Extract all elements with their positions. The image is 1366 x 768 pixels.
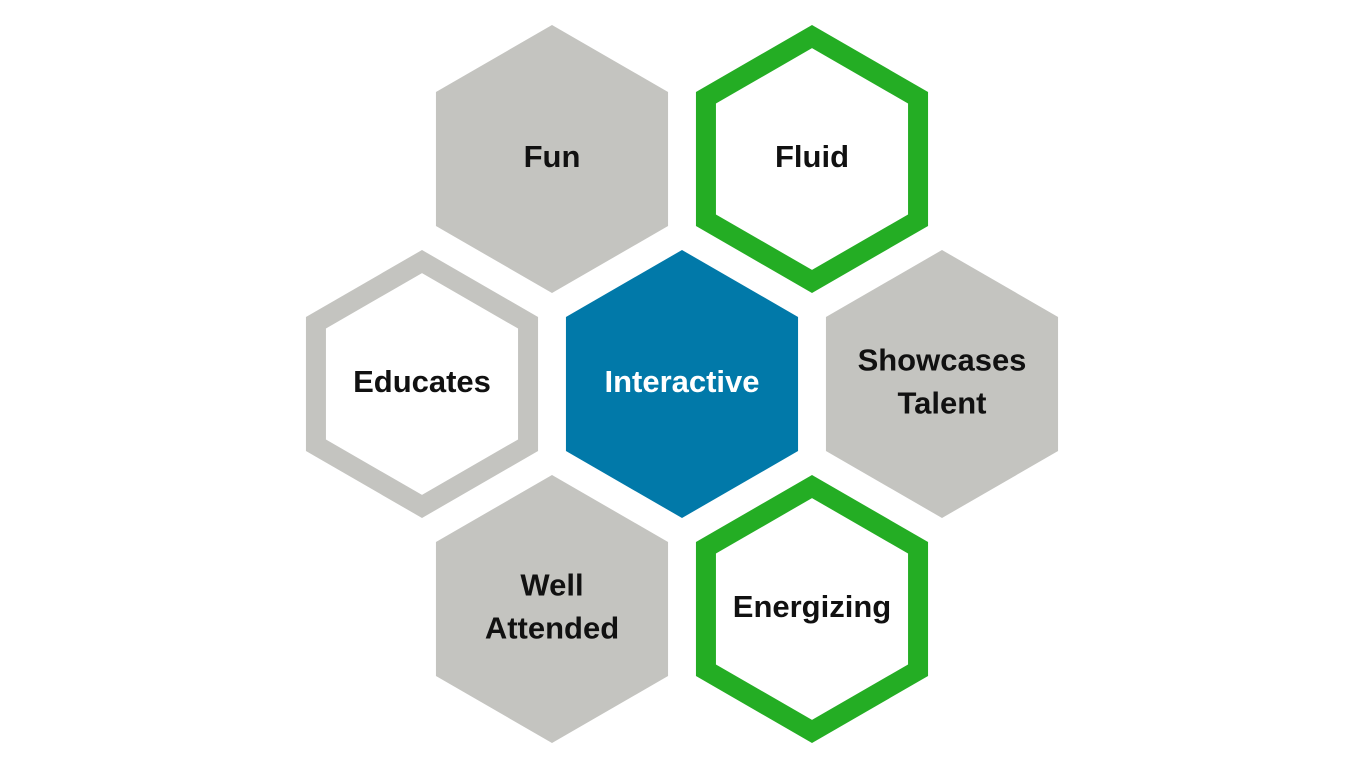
hexagon-label: Fluid [775, 139, 849, 174]
hexagon-label: Energizing [733, 589, 891, 624]
hexagon-label: Well [520, 568, 583, 603]
hexagon-interactive: Interactive [565, 250, 799, 518]
hexagon-label: Interactive [604, 364, 759, 399]
hexagon-shape [435, 475, 669, 743]
hexagon-shape [825, 250, 1059, 518]
hexagon-educates: Educates [305, 250, 539, 518]
hexagon-label: Educates [353, 364, 491, 399]
hexagon-shape [565, 250, 799, 518]
hexagon-fun: Fun [435, 25, 669, 293]
hexagon-label: Attended [485, 611, 619, 646]
hexagon-energizing: Energizing [695, 475, 929, 743]
hexagon-fluid: Fluid [695, 25, 929, 293]
hexagon-inner [715, 48, 909, 270]
hexagon-inner [325, 273, 519, 495]
hexagon-label: Talent [898, 386, 987, 421]
hexagon-shape [435, 25, 669, 293]
hexagon-label: Fun [524, 139, 581, 174]
hexagon-inner [715, 498, 909, 720]
hexagon-label: Showcases [858, 343, 1027, 378]
